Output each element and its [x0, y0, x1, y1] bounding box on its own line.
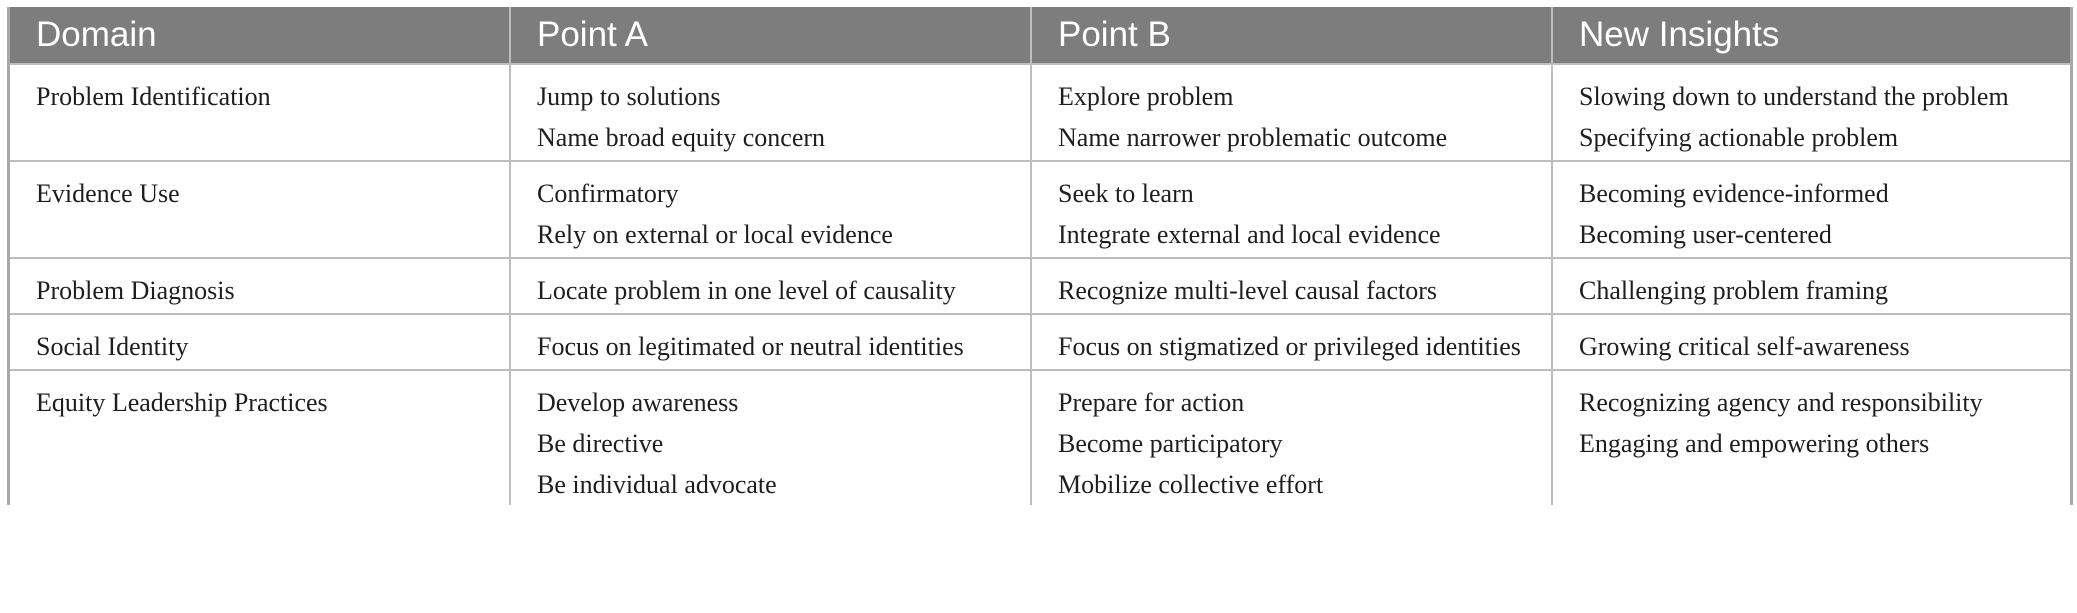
insight-item: Growing critical self-awareness — [1579, 332, 1910, 361]
header-new-insights: New Insights — [1551, 7, 2070, 64]
point-a-item: Develop awareness — [537, 388, 739, 417]
comparison-table: Domain Point A Point B New Insights Prob… — [10, 7, 2070, 505]
table-row: Social Identity Focus on legitimated or … — [10, 313, 2070, 370]
table-row: Problem Identification Jump to solutions… — [10, 63, 2070, 161]
insight-item: Becoming user-centered — [1579, 220, 1832, 249]
domain-cell: Evidence Use — [10, 160, 510, 258]
domain-label: Social Identity — [36, 332, 189, 361]
point-a-item: Rely on external or local evidence — [537, 220, 893, 249]
point-a-item: Confirmatory — [537, 179, 679, 208]
point-b-item: Integrate external and local evidence — [1058, 220, 1441, 249]
point-b-item: Focus on stigmatized or privileged ident… — [1058, 332, 1521, 361]
point-a-cell: Develop awareness Be directive Be indivi… — [509, 369, 1031, 505]
point-a-item: Name broad equity concern — [537, 123, 826, 152]
point-b-item: Name narrower problematic outcome — [1058, 123, 1448, 152]
point-b-item: Mobilize collective effort — [1058, 470, 1324, 499]
new-insights-cell: Recognizing agency and responsibility En… — [1551, 369, 2070, 505]
insight-item: Slowing down to understand the problem — [1579, 82, 2009, 111]
domain-cell: Social Identity — [10, 313, 510, 370]
insight-item: Becoming evidence-informed — [1579, 179, 1889, 208]
point-a-item: Jump to solutions — [537, 82, 721, 111]
domain-label: Equity Leadership Practices — [36, 388, 328, 417]
domain-label: Problem Identification — [36, 82, 271, 111]
domain-label: Evidence Use — [36, 179, 180, 208]
header-point-b: Point B — [1030, 7, 1552, 64]
point-b-item: Become participatory — [1058, 429, 1283, 458]
new-insights-cell: Becoming evidence-informed Becoming user… — [1551, 160, 2070, 258]
new-insights-cell: Challenging problem framing — [1551, 257, 2070, 314]
point-b-cell: Recognize multi-level causal factors — [1030, 257, 1552, 314]
point-b-item: Seek to learn — [1058, 179, 1194, 208]
comparison-table-wrapper: Domain Point A Point B New Insights Prob… — [7, 7, 2073, 505]
point-a-cell: Jump to solutions Name broad equity conc… — [509, 63, 1031, 161]
point-a-cell: Confirmatory Rely on external or local e… — [509, 160, 1031, 258]
domain-cell: Equity Leadership Practices — [10, 369, 510, 505]
domain-label: Problem Diagnosis — [36, 276, 235, 305]
table-row: Problem Diagnosis Locate problem in one … — [10, 257, 2070, 314]
table-row: Evidence Use Confirmatory Rely on extern… — [10, 160, 2070, 258]
insight-item: Recognizing agency and responsibility — [1579, 388, 1983, 417]
point-b-item: Prepare for action — [1058, 388, 1245, 417]
point-a-cell: Locate problem in one level of causality — [509, 257, 1031, 314]
insight-item: Specifying actionable problem — [1579, 123, 1899, 152]
new-insights-cell: Growing critical self-awareness — [1551, 313, 2070, 370]
header-point-a: Point A — [509, 7, 1031, 64]
header-row: Domain Point A Point B New Insights — [10, 7, 2070, 64]
insight-item: Challenging problem framing — [1579, 276, 1889, 305]
domain-cell: Problem Diagnosis — [10, 257, 510, 314]
point-a-item: Focus on legitimated or neutral identiti… — [537, 332, 964, 361]
point-b-cell: Explore problem Name narrower problemati… — [1030, 63, 1552, 161]
table-row: Equity Leadership Practices Develop awar… — [10, 369, 2070, 505]
header-domain: Domain — [10, 7, 510, 64]
point-b-item: Recognize multi-level causal factors — [1058, 276, 1438, 305]
new-insights-cell: Slowing down to understand the problem S… — [1551, 63, 2070, 161]
point-b-item: Explore problem — [1058, 82, 1234, 111]
point-a-item: Be directive — [537, 429, 664, 458]
point-b-cell: Seek to learn Integrate external and loc… — [1030, 160, 1552, 258]
point-a-cell: Focus on legitimated or neutral identiti… — [509, 313, 1031, 370]
point-a-item: Locate problem in one level of causality — [537, 276, 956, 305]
insight-item: Engaging and empowering others — [1579, 429, 1930, 458]
domain-cell: Problem Identification — [10, 63, 510, 161]
point-a-item: Be individual advocate — [537, 470, 777, 499]
point-b-cell: Focus on stigmatized or privileged ident… — [1030, 313, 1552, 370]
point-b-cell: Prepare for action Become participatory … — [1030, 369, 1552, 505]
